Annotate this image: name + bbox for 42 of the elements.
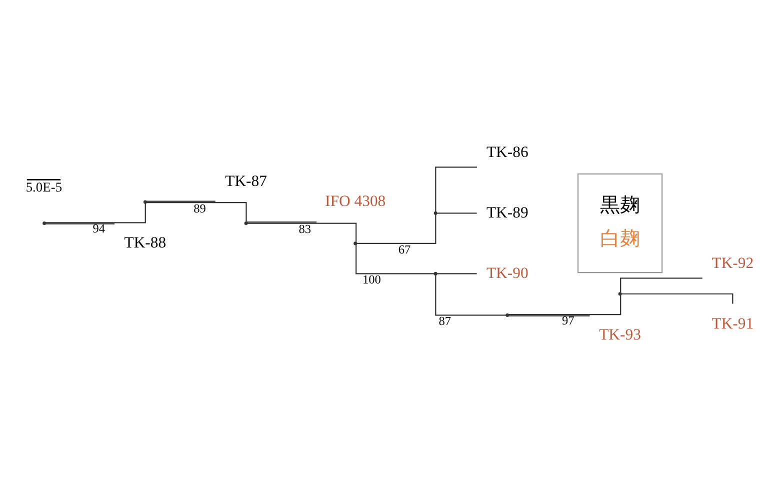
connector — [247, 222, 357, 242]
connector — [508, 315, 590, 316]
node-point — [143, 200, 147, 204]
connector — [436, 273, 477, 274]
edge-label: 87 — [438, 314, 452, 328]
connector — [146, 202, 247, 222]
connector — [356, 214, 436, 244]
node-text: TK-88 — [124, 234, 166, 252]
connector — [435, 275, 506, 316]
connector — [508, 295, 622, 316]
connector — [45, 203, 146, 224]
connector — [356, 244, 434, 274]
node-text: TK-89 — [486, 204, 528, 222]
connector — [435, 166, 477, 212]
node-point — [506, 313, 510, 317]
node-text: TK-86 — [486, 144, 528, 161]
edge-label: 100 — [362, 272, 381, 287]
legend-label: 白麹 — [600, 226, 640, 250]
node-text: TK-92 — [712, 254, 754, 272]
node-text: TK-87 — [225, 172, 267, 190]
node-point — [434, 272, 438, 276]
edge-label: 89 — [194, 201, 206, 216]
node-text: TK-90 — [486, 264, 528, 282]
edge-label: 94 — [92, 222, 106, 236]
connector — [246, 222, 317, 223]
edge-label: 97 — [562, 313, 574, 328]
edge-label: 67 — [398, 242, 411, 256]
node-point — [354, 242, 358, 246]
node-point — [42, 222, 46, 226]
node-text: TK-91 — [712, 315, 754, 332]
label: 5.0E-5 — [26, 179, 62, 194]
node-text: IFO 4308 — [325, 193, 386, 210]
node-text: TK-93 — [599, 326, 641, 344]
node-point — [434, 211, 438, 215]
connector — [620, 278, 702, 292]
connector — [146, 200, 216, 202]
connector — [436, 212, 477, 214]
node-point — [618, 292, 622, 296]
edge-label: 83 — [298, 222, 312, 236]
legend-label: 黒麹 — [600, 192, 640, 216]
node-point — [244, 222, 248, 226]
connector — [45, 223, 115, 224]
